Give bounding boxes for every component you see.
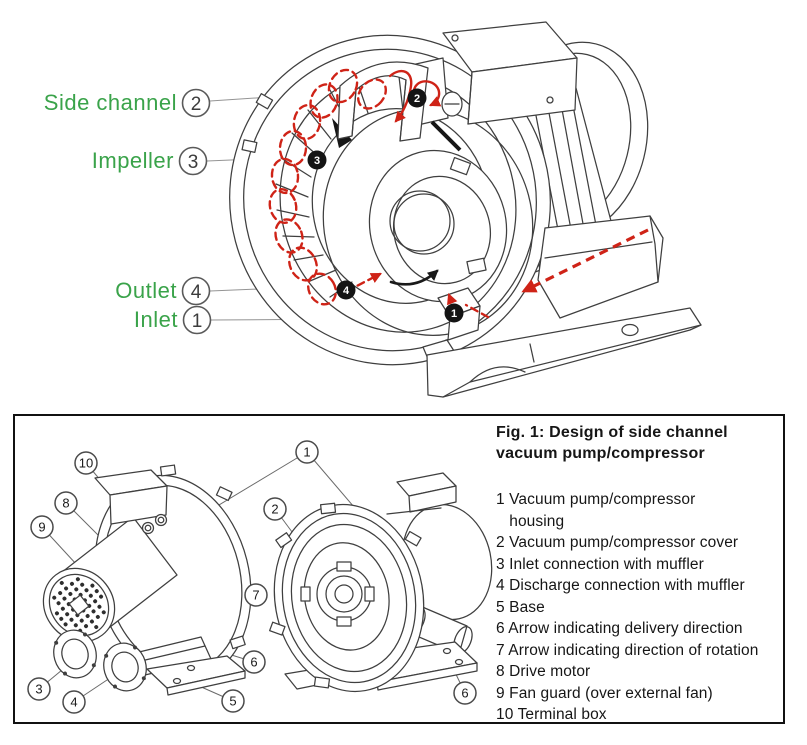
svg-text:Side channel: Side channel bbox=[44, 90, 177, 115]
figure-legend: Fig. 1: Design of side channel vacuum pu… bbox=[496, 420, 784, 726]
svg-text:Impeller: Impeller bbox=[92, 148, 174, 173]
svg-text:4: 4 bbox=[343, 285, 350, 297]
svg-text:2: 2 bbox=[271, 502, 278, 517]
rotation-arrow bbox=[389, 269, 439, 286]
delivery-direction-arrow bbox=[521, 228, 649, 293]
figure-title: Fig. 1: Design of side channel vacuum pu… bbox=[496, 424, 728, 462]
legend-item: 7 Arrow indicating direction of rotation bbox=[496, 641, 759, 659]
label-outlet: Outlet 4 bbox=[115, 276, 211, 306]
legend-items: 1 Vacuum pump/compressor housing 2 Vacuu… bbox=[496, 489, 784, 726]
legend-item: 6 Arrow indicating delivery direction bbox=[496, 620, 743, 637]
svg-text:1: 1 bbox=[192, 311, 203, 332]
legend-item: 1 Vacuum pump/compressor housing bbox=[496, 491, 696, 530]
base-plates bbox=[422, 307, 702, 398]
callouts-right: 1 2 6 bbox=[263, 440, 477, 705]
legend-item: 8 Drive motor bbox=[496, 663, 591, 680]
svg-text:3: 3 bbox=[188, 152, 199, 173]
svg-text:1: 1 bbox=[451, 308, 457, 320]
legend-item: 3 Inlet connection with muffler bbox=[496, 555, 704, 573]
svg-text:3: 3 bbox=[314, 155, 320, 167]
svg-text:8: 8 bbox=[62, 496, 69, 511]
figure-1-box: 10 8 9 3 4 5 6 7 1 2 6 Fig. 1: Design of… bbox=[13, 414, 785, 724]
legend-item: 2 Vacuum pump/compressor cover bbox=[496, 534, 739, 551]
flow-marker-1: 1 bbox=[444, 303, 464, 323]
figure-1-drawings: 10 8 9 3 4 5 6 7 1 2 6 bbox=[27, 440, 493, 714]
legend-item: 9 Fan guard (over external fan) bbox=[496, 684, 713, 702]
svg-text:4: 4 bbox=[191, 282, 202, 303]
flow-marker-2: 2 bbox=[407, 88, 427, 108]
label-impeller: Impeller 3 bbox=[92, 146, 208, 176]
pump-hub bbox=[322, 108, 534, 336]
legend-item: 5 Base bbox=[496, 598, 545, 616]
svg-text:2: 2 bbox=[191, 94, 202, 115]
svg-text:9: 9 bbox=[38, 520, 45, 535]
svg-text:7: 7 bbox=[252, 588, 259, 603]
svg-text:6: 6 bbox=[250, 655, 257, 670]
pump-cutaway-illustration: 2 3 4 1 Side channel 2 Impeller 3 Outlet bbox=[44, 21, 702, 398]
svg-text:5: 5 bbox=[229, 694, 236, 709]
svg-text:4: 4 bbox=[70, 695, 77, 710]
flow-marker-3: 3 bbox=[307, 150, 327, 170]
svg-text:Inlet: Inlet bbox=[134, 307, 178, 332]
legend-item: 4 Discharge connection with muffler bbox=[496, 577, 745, 594]
pump-view-cover-side bbox=[269, 472, 493, 694]
impeller-blades bbox=[275, 74, 369, 298]
svg-text:3: 3 bbox=[35, 682, 42, 697]
pump-view-motor-side bbox=[38, 462, 257, 703]
label-inlet: Inlet 1 bbox=[134, 305, 212, 335]
svg-text:1: 1 bbox=[303, 445, 310, 460]
muffler-box bbox=[521, 215, 664, 319]
svg-text:2: 2 bbox=[414, 93, 420, 105]
label-side-channel: Side channel 2 bbox=[44, 88, 211, 118]
svg-text:10: 10 bbox=[79, 456, 93, 471]
svg-text:Outlet: Outlet bbox=[115, 278, 177, 303]
flow-marker-4: 4 bbox=[336, 280, 356, 300]
legend-item: 10 Terminal box bbox=[496, 706, 607, 723]
callouts-left: 10 8 9 3 4 5 6 7 bbox=[27, 451, 268, 714]
svg-text:6: 6 bbox=[461, 686, 468, 701]
